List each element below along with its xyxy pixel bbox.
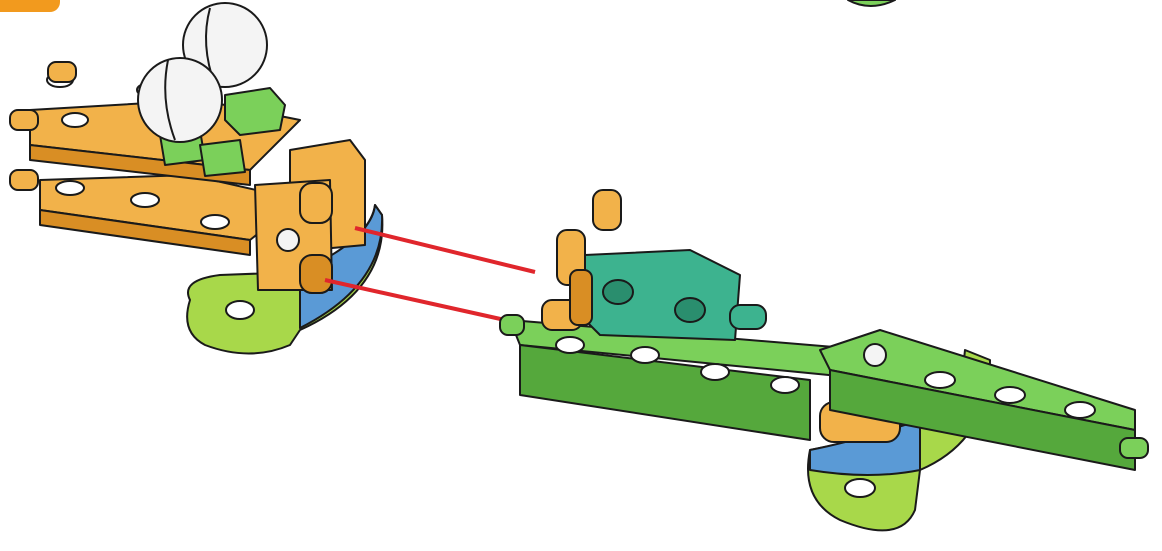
partial-green-part xyxy=(848,0,895,6)
green-nut xyxy=(225,88,285,135)
orange-peg xyxy=(593,190,621,230)
orange-plate-assembly-icon xyxy=(10,3,382,354)
step-badge xyxy=(0,0,60,12)
white-ball xyxy=(138,58,222,142)
green-beam-assembly-icon xyxy=(500,190,1148,530)
green-nut xyxy=(200,140,245,176)
left-base-hole xyxy=(226,301,254,319)
